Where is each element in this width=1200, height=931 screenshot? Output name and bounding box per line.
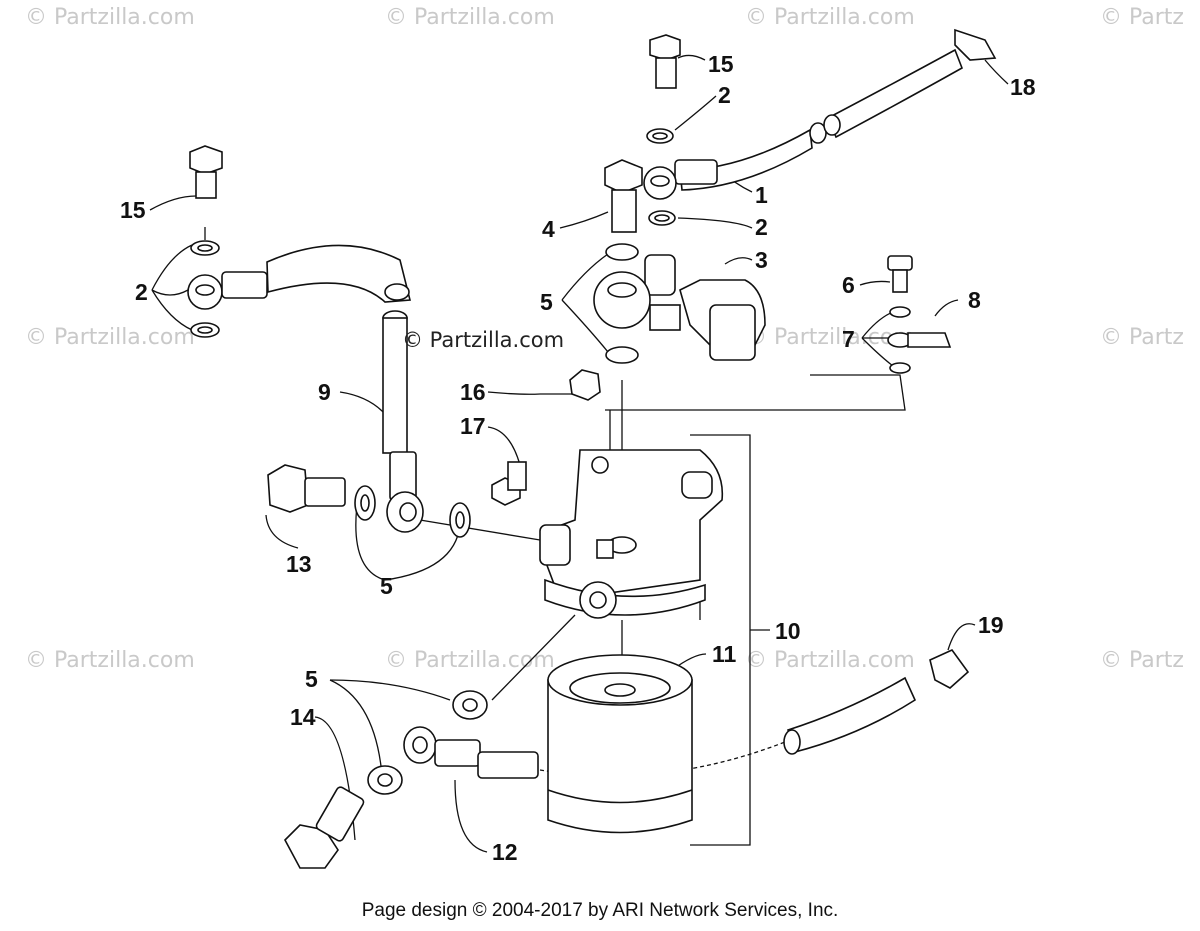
callout-labels: 15 2 18 1 2 4 3 5 15 2 6 8 7 9 16 17 13 … [120, 51, 1036, 865]
screw-6 [887, 255, 913, 293]
banjo-bolt-13 [267, 464, 346, 513]
watermark: © Partzilla.com [745, 5, 915, 30]
banjo-fitting-5 [593, 243, 651, 364]
watermark: © Partzilla.com [745, 648, 915, 673]
fuel-hose-lower [783, 676, 917, 755]
washers-5-mid [354, 485, 471, 538]
callout-11: 11 [712, 641, 737, 667]
washer-2-top [646, 128, 674, 144]
fuel-shutoff-solenoid-3 [644, 254, 766, 361]
callout-19: 19 [978, 612, 1004, 638]
banjo-bolt-15-top [649, 34, 681, 89]
watermark: © Partz [1100, 648, 1184, 673]
banjo-bolt-14 [284, 786, 365, 869]
hose-clamp-18 [954, 28, 997, 61]
watermark: © Partz [1100, 5, 1184, 30]
banjo-fitting-12 [403, 726, 539, 779]
washers-7 [889, 306, 911, 374]
watermark: © Partzilla.com [25, 5, 195, 30]
banjo-bolt-15-left [189, 145, 223, 199]
callout-2-top: 2 [718, 82, 731, 108]
callout-16: 16 [460, 379, 486, 405]
callout-3: 3 [755, 247, 768, 273]
callout-15-left: 15 [120, 197, 146, 223]
washer-2-mid [648, 210, 676, 226]
callout-8: 8 [968, 287, 981, 313]
callout-5-upper: 5 [540, 289, 553, 315]
callout-12: 12 [492, 839, 518, 865]
leader-lines [149, 54, 1009, 853]
watermark: © Partzilla.com [25, 648, 195, 673]
callout-10: 10 [775, 618, 801, 644]
banjo-bolt-4 [604, 159, 643, 233]
hose-clamp-19 [929, 649, 970, 689]
callout-9: 9 [318, 379, 331, 405]
callout-5-lower: 5 [305, 666, 318, 692]
footer-copyright: Page design © 2004-2017 by ARI Network S… [361, 900, 839, 921]
bolt-17 [491, 461, 527, 506]
callout-1: 1 [755, 182, 768, 208]
washers-2-left [187, 240, 223, 338]
callout-2-left: 2 [135, 279, 148, 305]
watermark: © Partzilla.com [385, 5, 555, 30]
washers-5-lower [367, 690, 488, 795]
hose-fitting-1 [643, 159, 718, 200]
watermark: © Partzilla.com [25, 325, 195, 350]
callout-13: 13 [286, 551, 312, 577]
hose-fitting-8 [887, 332, 952, 348]
callout-14: 14 [290, 704, 316, 730]
callout-2-mid: 2 [755, 214, 768, 240]
fuel-filter-11 [547, 654, 693, 834]
watermark: © Partzilla.com [385, 648, 555, 673]
watermark: © Partz [1100, 325, 1184, 350]
callout-15-top: 15 [708, 51, 734, 77]
nut-16 [569, 369, 601, 401]
callout-17: 17 [460, 413, 486, 439]
callout-7: 7 [842, 326, 855, 352]
callout-5-mid: 5 [380, 573, 393, 599]
callout-18: 18 [1010, 74, 1036, 100]
fuel-hose-9 [382, 310, 424, 533]
fuel-hose-left [221, 244, 412, 303]
center-watermark: © Partzilla.com [402, 328, 565, 352]
callout-6: 6 [842, 272, 855, 298]
callout-4: 4 [542, 216, 555, 242]
filter-head [539, 449, 724, 619]
